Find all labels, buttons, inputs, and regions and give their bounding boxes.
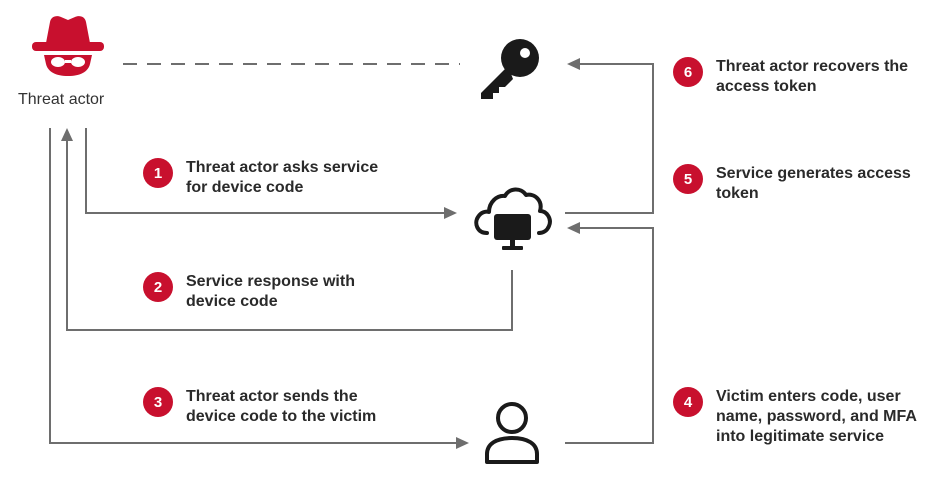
step-4: 4 Victim enters code, user name, passwor… [673, 387, 933, 447]
cloud-computer-icon [473, 183, 553, 262]
step4-connector [565, 227, 654, 444]
step-description: Service generates access token [716, 165, 911, 202]
hacker-icon [30, 14, 106, 83]
step4-arrowhead [567, 222, 580, 234]
step-number-badge: 5 [673, 164, 703, 194]
step3-arrowhead [456, 437, 469, 449]
step-5: 5 Service generates access token [673, 164, 923, 204]
step-description: Victim enters code, user name, password,… [716, 388, 917, 445]
step-number-badge: 6 [673, 57, 703, 87]
step-3: 3 Threat actor sends the device code to … [143, 387, 393, 427]
step-number-badge: 1 [143, 158, 173, 188]
step1-arrowhead [444, 207, 457, 219]
step-description: Service response with device code [186, 273, 355, 310]
user-icon [482, 398, 542, 473]
step-6: 6 Threat actor recovers the access token [673, 57, 923, 97]
step1-connector [85, 128, 445, 214]
step2-arrowhead [61, 128, 73, 141]
step-2: 2 Service response with device code [143, 272, 383, 312]
step-1: 1 Threat actor asks service for device c… [143, 158, 393, 198]
threat-actor-label: Threat actor [18, 91, 105, 108]
step-description: Threat actor recovers the access token [716, 58, 909, 95]
key-icon [477, 38, 541, 105]
step-description: Threat actor sends the device code to th… [186, 388, 377, 425]
step6-arrowhead [567, 58, 580, 70]
step5-connector [565, 63, 654, 214]
step3-connector [49, 128, 457, 444]
step-number-badge: 4 [673, 387, 703, 417]
step-description: Threat actor asks service for device cod… [186, 159, 379, 196]
step-number-badge: 2 [143, 272, 173, 302]
step2-connector [66, 140, 513, 331]
step-number-badge: 3 [143, 387, 173, 417]
